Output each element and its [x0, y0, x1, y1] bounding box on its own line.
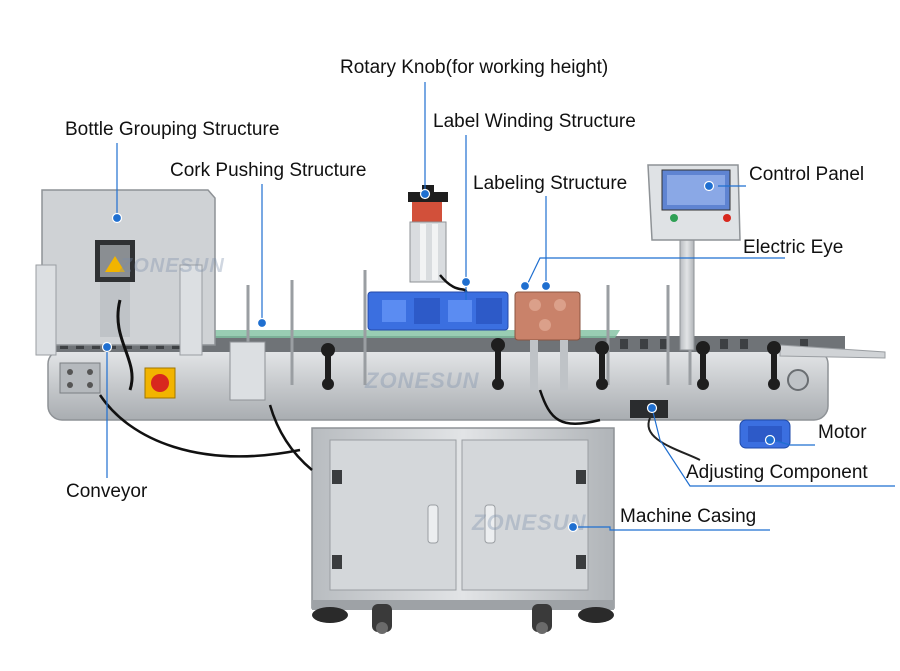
callout-dot-label-winding	[460, 276, 472, 288]
callout-line-casing	[573, 526, 770, 531]
callout-dot-conveyor	[101, 341, 113, 353]
bottle-grouping-box	[35, 189, 216, 391]
watermark-casing: ZONESUN	[472, 510, 587, 535]
label-bottle-grouping: Bottle Grouping Structure	[65, 119, 280, 140]
watermark-top: ZONESUN	[120, 255, 225, 277]
callout-dot-adjusting	[646, 402, 658, 414]
callout-dot-cork-pushing	[256, 317, 268, 329]
callout-dot-bottle-grouping	[111, 212, 123, 224]
callout-dot-control-panel	[703, 180, 715, 192]
label-motor: Motor	[818, 422, 867, 443]
machine-casing	[311, 427, 615, 610]
label-labeling: Labeling Structure	[473, 173, 628, 194]
callout-line-electric-eye	[526, 257, 785, 286]
callout-line-adjusting	[651, 407, 895, 487]
watermark-middle: ZONESUN	[365, 368, 480, 393]
label-rotary-knob: Rotary Knob(for working height)	[340, 57, 609, 78]
label-cork-pushing: Cork Pushing Structure	[170, 160, 367, 181]
callout-dot-labeling	[540, 280, 552, 292]
label-adjusting-component: Adjusting Component	[686, 462, 868, 483]
callout-line-motor	[772, 439, 815, 446]
callout-dot-rotary-knob	[419, 188, 431, 200]
copper-labeling-head	[514, 291, 581, 390]
machine-feet	[312, 604, 614, 634]
label-conveyor: Conveyor	[66, 481, 148, 502]
cork-pushing-guard	[229, 341, 266, 401]
blue-label-rollers	[367, 291, 509, 331]
label-machine-casing: Machine Casing	[620, 506, 757, 527]
adjust-knobs	[321, 338, 781, 390]
callout-dot-electric-eye	[519, 280, 531, 292]
cables	[98, 389, 601, 471]
label-control-panel: Control Panel	[749, 164, 865, 185]
control-panel-unit	[647, 164, 741, 351]
label-electric-eye: Electric Eye	[743, 237, 844, 258]
label-label-winding: Label Winding Structure	[433, 111, 636, 132]
callout-dot-casing	[567, 521, 579, 533]
callout-dot-motor	[764, 434, 776, 446]
